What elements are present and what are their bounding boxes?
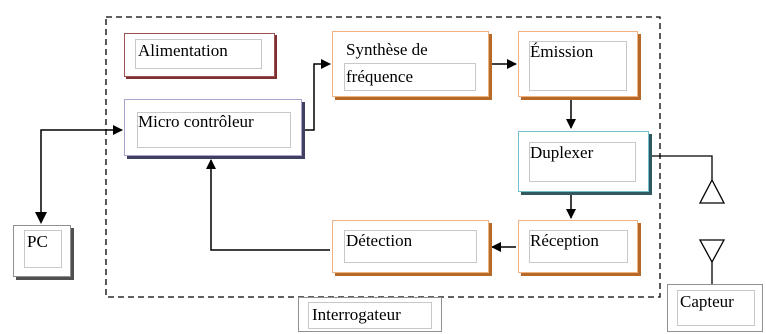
capteur-label: Capteur	[680, 292, 734, 311]
capteur-block: Capteur	[667, 284, 763, 332]
detection-label: Détection	[346, 231, 413, 250]
duplexer-block: Duplexer	[518, 131, 649, 192]
reception-label: Réception	[530, 231, 599, 250]
emission-label: Émission	[530, 42, 594, 61]
interrogateur-antenna-icon	[698, 178, 726, 204]
pc-block: PC	[13, 225, 71, 277]
detection-block: Détection	[332, 220, 489, 273]
alimentation-block: Alimentation	[124, 33, 275, 77]
pc-label: PC	[27, 232, 48, 251]
duplexer-label: Duplexer	[530, 143, 594, 162]
alimentation-label: Alimentation	[138, 41, 228, 60]
synthese-label-line1: Synthèse de	[346, 40, 428, 59]
micro-controleur-block: Micro contrôleur	[124, 99, 302, 156]
synthese-block: Synthèse de fréquence	[332, 31, 489, 97]
pc-to-micro-arrow	[40, 125, 123, 222]
micro-to-synthese-arrow	[304, 59, 331, 131]
synthese-label-line2: fréquence	[346, 67, 414, 86]
micro-controleur-label: Micro contrôleur	[138, 112, 254, 131]
detection-to-micro-arrow	[206, 159, 330, 251]
capteur-antenna-icon	[698, 239, 726, 264]
duplexer-to-antenna-line	[651, 155, 713, 180]
interrogateur-tag: Interrogateur	[298, 297, 442, 332]
reception-block: Réception	[518, 220, 638, 273]
micro-to-pc-arrowhead	[35, 212, 47, 224]
emission-block: Émission	[518, 31, 638, 97]
interrogateur-label: Interrogateur	[312, 305, 401, 324]
